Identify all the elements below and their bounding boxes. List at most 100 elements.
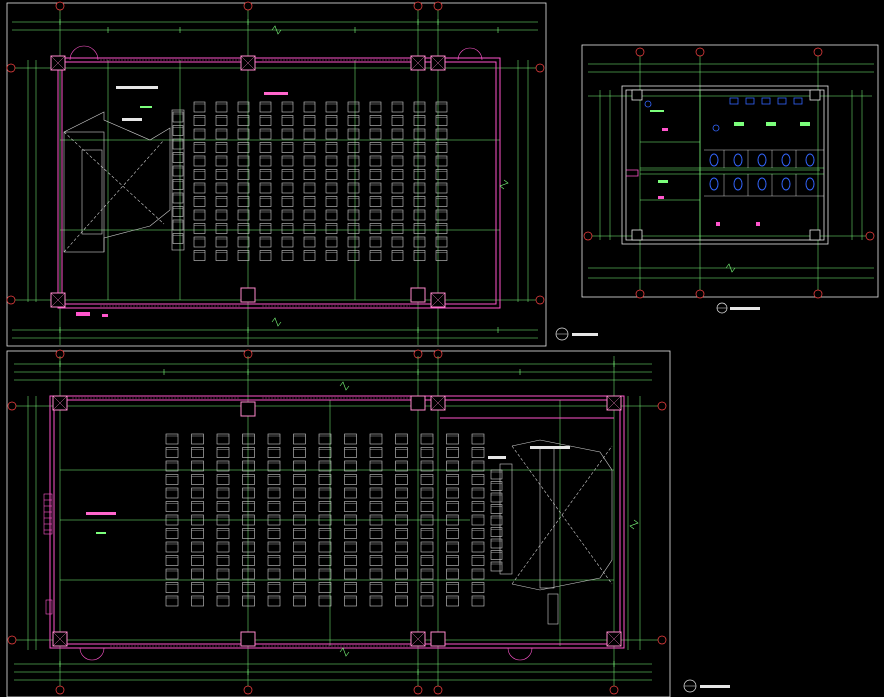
seat-icon — [237, 142, 250, 153]
seat-icon — [344, 595, 357, 607]
seat-icon — [395, 568, 408, 580]
seat-icon — [193, 209, 206, 221]
seat-icon — [446, 487, 459, 499]
seat-icon — [391, 196, 404, 207]
seat-icon — [216, 568, 230, 580]
door-swing-icon — [79, 647, 533, 661]
seat-icon — [293, 555, 306, 566]
seat-icon — [281, 196, 294, 207]
seat-icon — [369, 528, 383, 539]
seat-icon — [471, 541, 485, 553]
seat-icon — [344, 501, 357, 512]
seat-icon — [281, 250, 294, 261]
seat-icon — [347, 236, 360, 248]
seat-icon — [344, 568, 357, 580]
seat-icon — [237, 196, 250, 207]
seat-icon — [369, 568, 383, 580]
seat-icon — [435, 142, 448, 153]
seat-icon — [318, 447, 332, 458]
seat-icon — [413, 169, 426, 180]
seat-icon — [303, 223, 316, 234]
seat-icon — [395, 582, 408, 593]
seat-icon — [391, 101, 404, 113]
seat-icon — [413, 155, 426, 167]
seat-icon — [413, 209, 426, 221]
seat-icon — [435, 182, 448, 194]
seat-icon — [490, 492, 503, 503]
seat-icon — [395, 433, 408, 445]
seat-icon — [242, 487, 255, 499]
plan-3-title-callout — [683, 679, 730, 693]
seat-icon — [347, 182, 360, 194]
seat-icon — [191, 595, 204, 607]
column — [430, 631, 446, 647]
front-seat-row — [490, 469, 503, 572]
seat-icon — [420, 528, 434, 539]
seat-icon — [193, 196, 206, 207]
seat-icon — [303, 101, 316, 113]
seat-icon — [435, 169, 448, 180]
seat-icon — [193, 236, 206, 248]
seat-icon — [347, 223, 360, 234]
seat-icon — [446, 474, 459, 485]
seat-icon — [391, 209, 404, 221]
seat-icon — [420, 487, 434, 499]
seat-icon — [325, 196, 338, 207]
seat-icon — [216, 433, 230, 445]
seat-icon — [165, 582, 179, 593]
seat-icon — [391, 223, 404, 234]
seat-icon — [267, 595, 281, 607]
seat-icon — [303, 182, 316, 194]
seat-icon — [216, 582, 230, 593]
seat-icon — [165, 555, 179, 566]
seat-icon — [420, 541, 434, 553]
seat-icon — [490, 538, 503, 549]
seat-icon — [391, 155, 404, 167]
seat-icon — [420, 568, 434, 580]
seat-icon — [325, 155, 338, 167]
column — [410, 287, 426, 303]
seat-icon — [318, 474, 332, 485]
seat-icon — [281, 223, 294, 234]
seat-icon — [165, 460, 179, 472]
seat-icon — [318, 555, 332, 566]
seat-icon — [216, 447, 230, 458]
stage-icon — [499, 439, 613, 625]
seat-icon — [471, 487, 485, 499]
seat-icon — [369, 169, 382, 180]
seat-icon — [318, 528, 332, 539]
seat-icon — [347, 128, 360, 140]
seat-icon — [267, 460, 281, 472]
seat-icon — [242, 501, 255, 512]
seat-icon — [318, 460, 332, 472]
seat-icon — [446, 555, 459, 566]
seat-icon — [420, 514, 434, 526]
seat-icon — [395, 555, 408, 566]
seat-icon — [172, 125, 184, 136]
seat-icon — [344, 528, 357, 539]
seat-icon — [259, 155, 272, 167]
seat-icon — [303, 169, 316, 180]
seat-icon — [344, 487, 357, 499]
seat-icon — [216, 501, 230, 512]
seat-icon — [259, 236, 272, 248]
seat-icon — [215, 128, 228, 140]
seat-icon — [303, 128, 316, 140]
seat-icon — [191, 528, 204, 539]
seat-icon — [281, 182, 294, 194]
seat-icon — [237, 128, 250, 140]
seat-icon — [318, 514, 332, 526]
seat-icon — [318, 582, 332, 593]
seat-icon — [259, 209, 272, 221]
seat-icon — [435, 155, 448, 167]
seat-icon — [215, 236, 228, 248]
seat-icon — [325, 169, 338, 180]
seat-icon — [216, 555, 230, 566]
seat-icon — [369, 501, 383, 512]
seat-icon — [172, 165, 184, 177]
toilet-icon — [709, 153, 815, 191]
seat-icon — [303, 236, 316, 248]
seat-icon — [215, 182, 228, 194]
seat-icon — [344, 514, 357, 526]
seat-icon — [395, 514, 408, 526]
